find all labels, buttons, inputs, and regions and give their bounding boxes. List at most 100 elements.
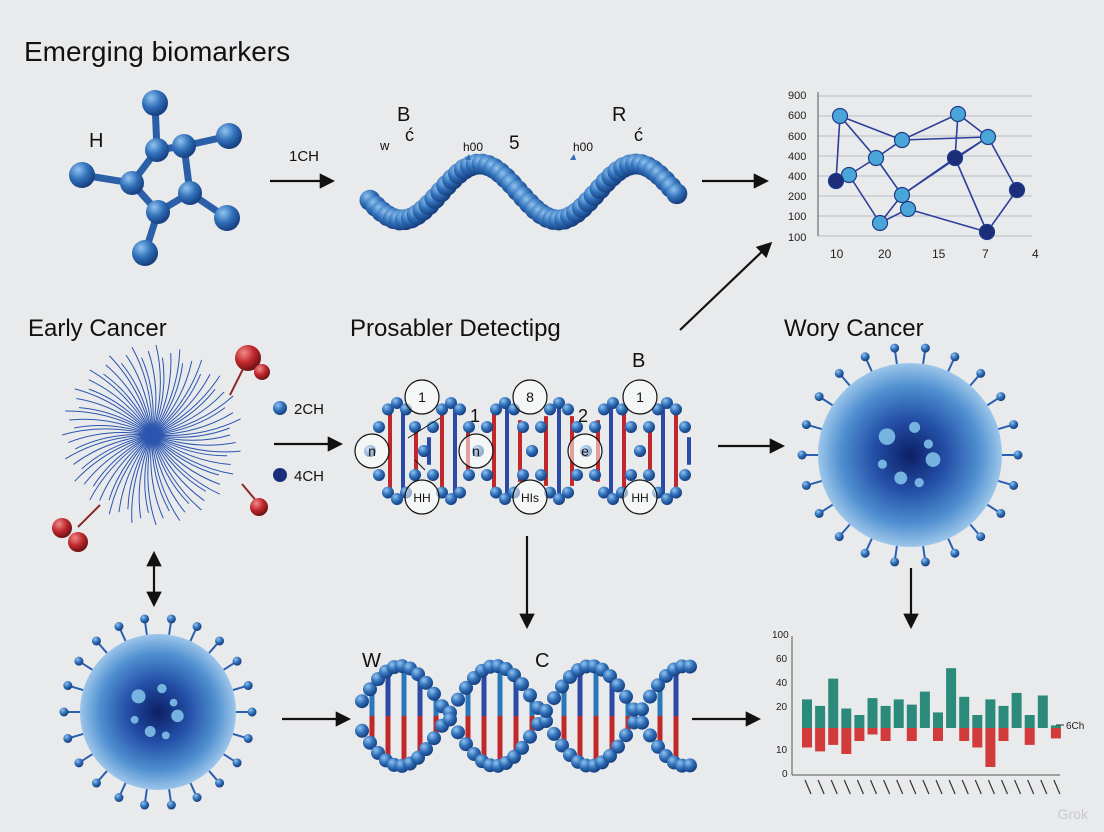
- cell-spike-tip: [74, 656, 84, 666]
- net-ytick: 100: [788, 211, 806, 223]
- dna-bead: [443, 712, 457, 727]
- helix-bead: [544, 403, 556, 416]
- bar-ytick: 100: [772, 630, 789, 641]
- network-node: [978, 223, 996, 241]
- micelle-strand: [151, 434, 231, 441]
- bar-negative: [933, 728, 943, 741]
- helix-number: 1: [470, 406, 481, 426]
- cell-spike-tip: [860, 548, 870, 558]
- micelle-strand: [120, 362, 153, 436]
- page-title: Emerging biomarkers: [24, 36, 291, 67]
- helix-bead: [409, 421, 421, 433]
- bar-xtick-mark: [883, 779, 891, 795]
- dna-bead: [683, 758, 697, 773]
- dna-bead: [539, 714, 553, 729]
- helix-circle-label: n: [472, 443, 480, 459]
- micelle-strand: [68, 432, 153, 443]
- bar-positive: [985, 699, 996, 728]
- bar-xtick-mark: [961, 779, 969, 795]
- helix-circle-marker: [512, 479, 548, 515]
- micelle-strand: [151, 434, 236, 446]
- network-node: [827, 172, 845, 190]
- bar-xtick-mark: [830, 779, 838, 795]
- micelle-strand: [75, 434, 153, 450]
- helix-bead: [679, 469, 691, 481]
- micelle-strand: [89, 434, 153, 501]
- dna-bead: [539, 703, 553, 718]
- dna-bead: [643, 689, 657, 704]
- chain-label: R: [612, 104, 627, 126]
- net-ytick: 100: [788, 232, 806, 244]
- network-edge: [986, 189, 1018, 233]
- bar-negative: [880, 728, 891, 741]
- helix-bead: [535, 421, 547, 433]
- micelle-strand: [151, 418, 241, 436]
- helix-bead: [670, 403, 682, 416]
- cell-vesicle: [914, 478, 924, 488]
- cell-spike-tip: [243, 681, 253, 691]
- bar-positive: [815, 705, 826, 728]
- cell-spike-tip: [114, 621, 124, 631]
- network-nodes: [827, 105, 1026, 241]
- cell-spike-tip: [996, 392, 1006, 402]
- micelle-strand: [151, 434, 190, 505]
- helix-bead: [418, 445, 430, 457]
- micelle-strand: [150, 434, 164, 519]
- bar-positive: [867, 698, 878, 728]
- dna-bead: [611, 739, 625, 754]
- micelle-strand: [125, 354, 153, 436]
- cell-vesicle: [925, 452, 941, 467]
- micelle-strand: [65, 410, 153, 436]
- bar-positive: [893, 699, 904, 728]
- cell-body: [80, 634, 236, 790]
- bar-negative: [906, 728, 917, 741]
- cell-spike-tip: [215, 778, 225, 788]
- micelle-strand: [151, 373, 202, 436]
- micelle-strand: [151, 375, 221, 436]
- helix-bead: [427, 469, 439, 481]
- bar-xtick-mark: [922, 779, 930, 795]
- micelle-strand: [151, 357, 165, 436]
- dna-bead: [635, 702, 649, 717]
- cell-vesicle: [171, 709, 184, 723]
- helix-bead: [391, 493, 403, 505]
- bar-y-ticks: 100 60 40 20 10 0: [772, 630, 789, 780]
- bar-negative: [959, 728, 970, 741]
- red-ball-icon: [235, 345, 261, 371]
- bar-xtick-mark: [1014, 779, 1022, 795]
- helix-bead: [625, 421, 637, 433]
- bar-negative: [802, 728, 812, 748]
- bar-positive: [880, 705, 891, 728]
- red-ball-icon: [254, 364, 270, 380]
- micelle-strand: [151, 434, 205, 502]
- dna-bead: [643, 728, 657, 743]
- dna-label: C: [535, 650, 550, 672]
- helix-bead: [661, 493, 673, 505]
- helix-bead: [598, 486, 610, 499]
- helix-bead: [481, 421, 493, 433]
- cell-spike-tip: [1009, 420, 1019, 430]
- micelle-strand: [92, 434, 153, 487]
- micelle-strand: [88, 388, 153, 436]
- micelle-strand: [151, 353, 172, 436]
- molecule-atom: [69, 162, 95, 188]
- helix-bead: [373, 421, 385, 433]
- network-edge: [835, 115, 841, 182]
- dna-bead: [363, 735, 377, 750]
- cell-spike-tip: [91, 778, 101, 788]
- dna-bead: [603, 669, 617, 684]
- bar-negative: [1024, 728, 1035, 745]
- bar-positive: [972, 715, 983, 728]
- cell-vesicle: [144, 726, 156, 737]
- bar-xtick-mark: [1040, 779, 1048, 795]
- cell-spike-tip: [890, 557, 900, 567]
- cell-late-cancer: [797, 343, 1023, 567]
- net-xtick: 15: [932, 247, 946, 261]
- bar-negative: [985, 728, 996, 767]
- helix-bead: [499, 397, 511, 409]
- cell-spike-tip: [920, 343, 930, 353]
- helix-badge: B: [632, 350, 646, 372]
- helix-bead: [553, 493, 565, 505]
- helix-bead: [643, 469, 655, 481]
